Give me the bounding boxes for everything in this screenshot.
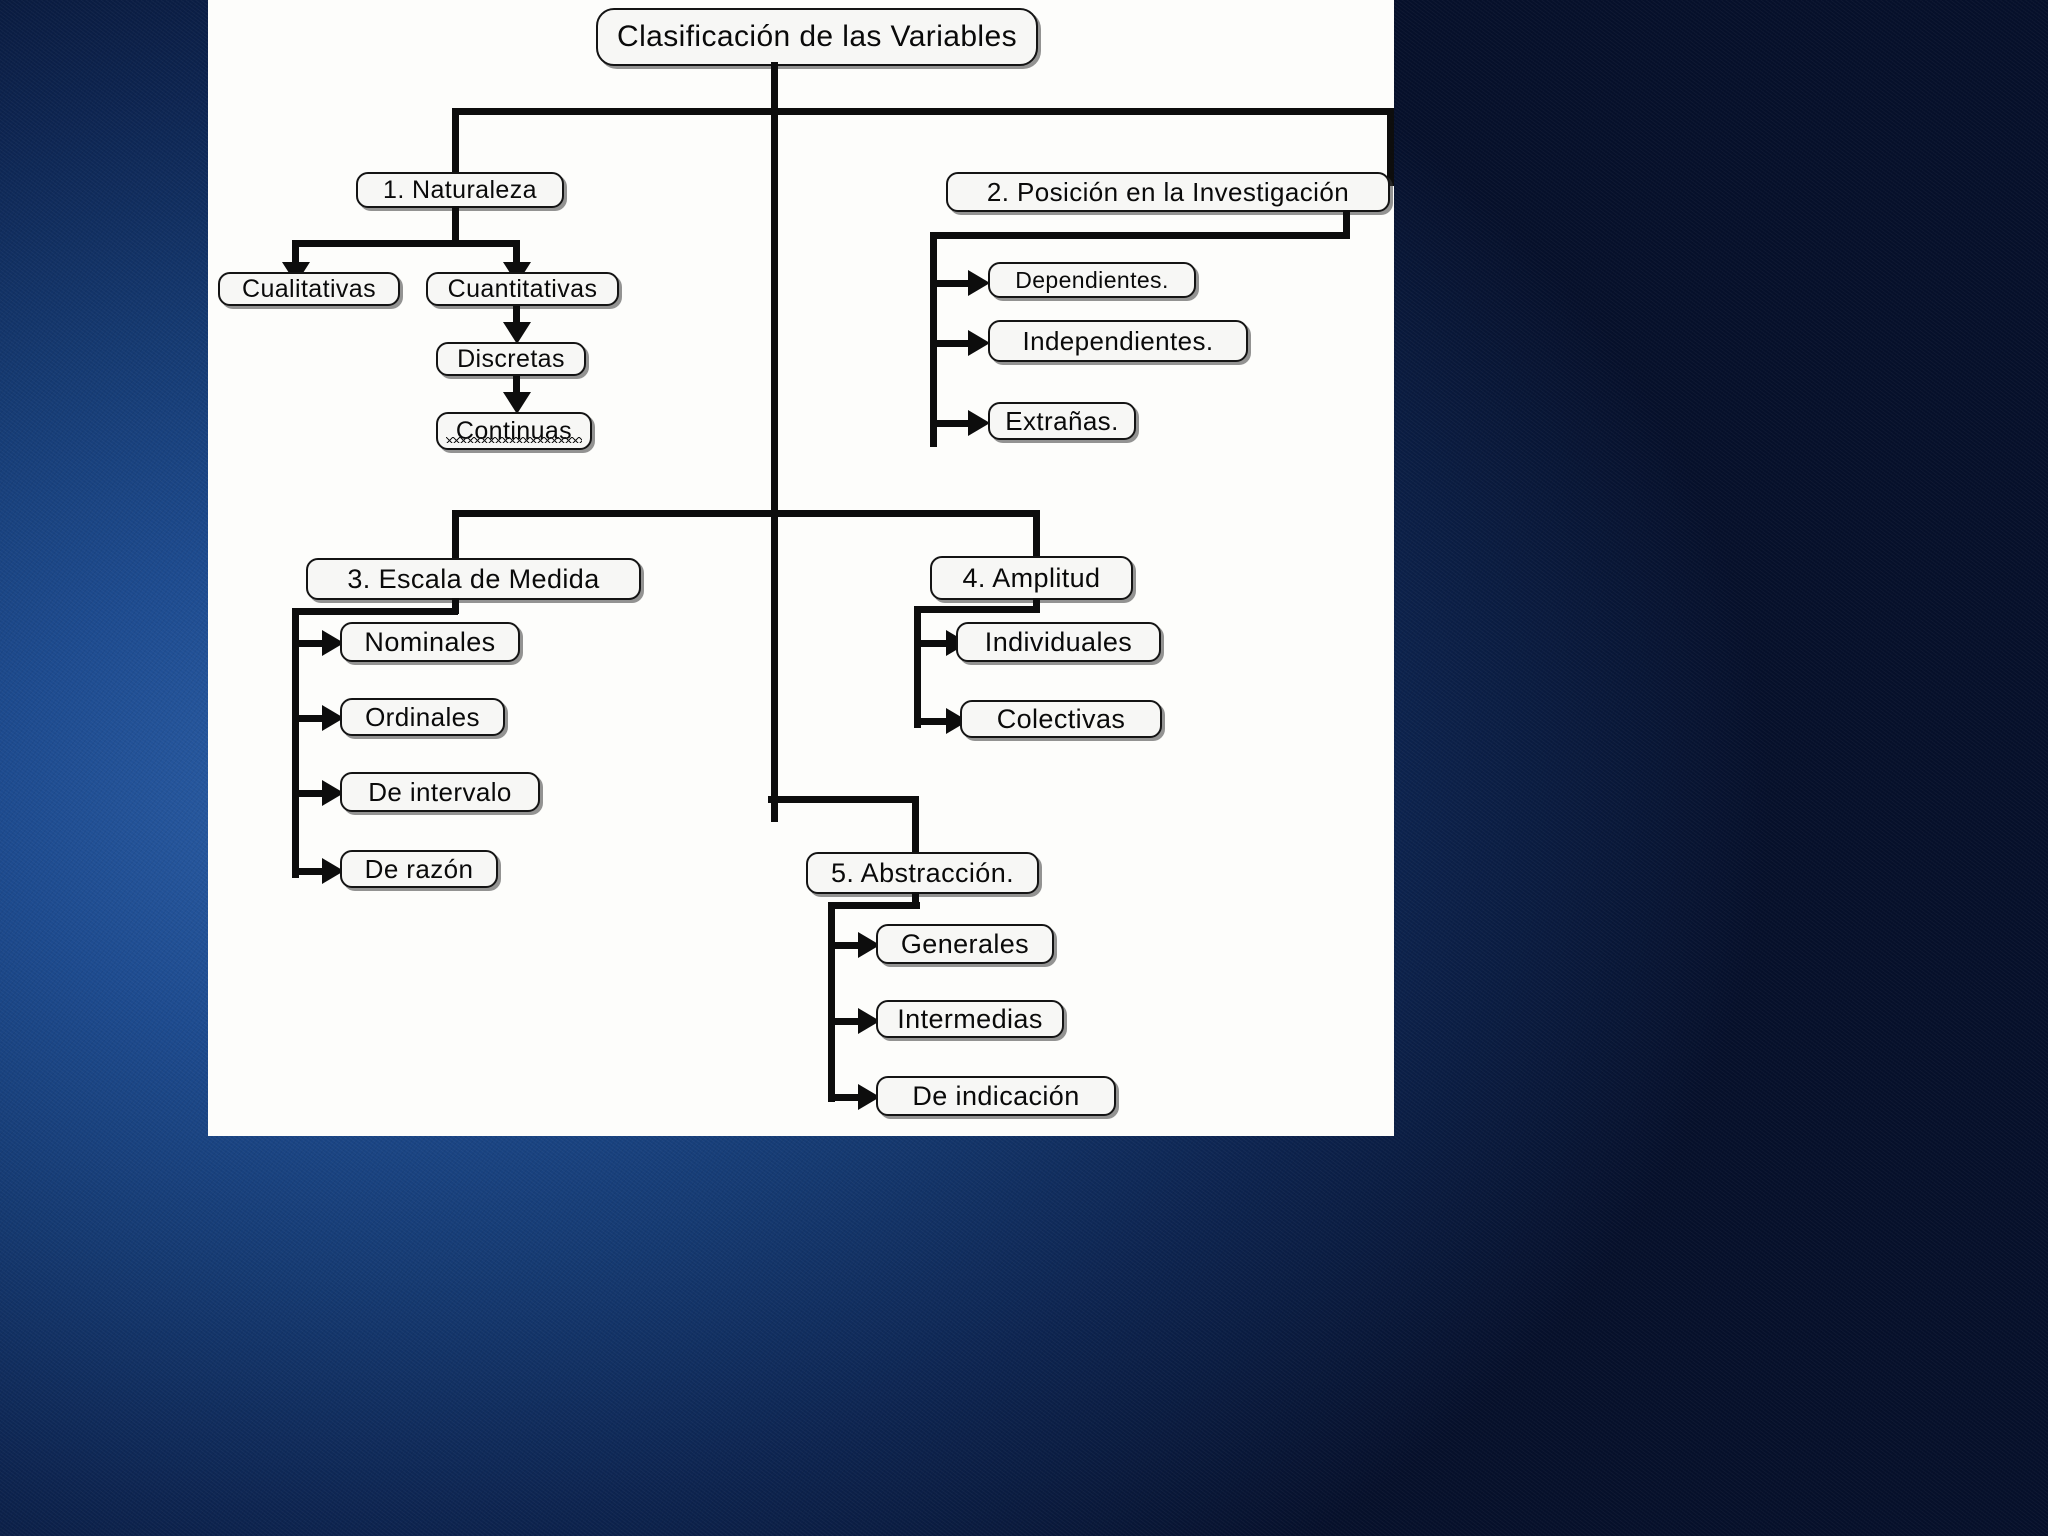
trunk-line: [771, 62, 778, 822]
node-cuantitativas[interactable]: Cuantitativas: [426, 272, 619, 306]
posicion-stem: [1343, 210, 1350, 238]
naturaleza-right-drop: [513, 240, 520, 268]
arrow-to-dependientes: [968, 270, 990, 296]
node-extranas[interactable]: Extrañas.: [988, 402, 1136, 440]
tick-colectivas: [914, 718, 952, 725]
connector-top-right-drop: [1387, 108, 1394, 186]
tick-ordinales: [292, 715, 328, 722]
node-title[interactable]: Clasificación de las Variables: [596, 8, 1038, 66]
arrow-to-de-intervalo: [322, 780, 344, 806]
arrow-to-ordinales: [322, 705, 344, 731]
naturaleza-split-bar: [292, 240, 520, 247]
connector-bottom-bar: [768, 796, 919, 803]
arrow-to-de-indicacion: [858, 1084, 880, 1110]
node-intermedias[interactable]: Intermedias: [876, 1000, 1064, 1038]
node-ordinales[interactable]: Ordinales: [340, 698, 505, 736]
tick-intermedias: [828, 1018, 864, 1025]
node-de-indicacion[interactable]: De indicación: [876, 1076, 1116, 1116]
arrow-to-discretas: [503, 322, 531, 344]
arrow-to-de-razon: [322, 858, 344, 884]
node-discretas[interactable]: Discretas: [436, 342, 586, 376]
connector-mid-bar: [452, 510, 1040, 517]
escala-rail: [292, 608, 299, 878]
discretas-to-continuas-line: [513, 376, 520, 400]
arrow-to-independientes: [968, 330, 990, 356]
tick-dependientes: [930, 280, 974, 287]
connector-mid-right-drop: [1033, 510, 1040, 560]
amplitud-rail: [914, 606, 921, 728]
node-escala[interactable]: 3. Escala de Medida: [306, 558, 641, 600]
node-abstraccion[interactable]: 5. Abstracción.: [806, 852, 1039, 894]
connector-top-bar: [452, 108, 1394, 115]
node-dependientes[interactable]: Dependientes.: [988, 262, 1196, 298]
node-posicion[interactable]: 2. Posición en la Investigación: [946, 172, 1390, 212]
naturaleza-stem: [452, 206, 459, 244]
node-individuales[interactable]: Individuales: [956, 622, 1161, 662]
connector-top-left-drop: [452, 108, 459, 182]
node-amplitud[interactable]: 4. Amplitud: [930, 556, 1133, 600]
arrow-to-intermedias: [858, 1008, 880, 1034]
cuantitativas-to-discretas-line: [513, 306, 520, 328]
escala-bar: [292, 608, 458, 615]
connector-bottom-drop: [912, 796, 919, 854]
arrow-to-extranas: [968, 410, 990, 436]
tick-individuales: [914, 640, 952, 647]
escala-stem: [452, 598, 459, 614]
amplitud-stem: [1033, 598, 1040, 612]
posicion-bar: [930, 232, 1350, 239]
node-cualitativas[interactable]: Cualitativas: [218, 272, 400, 306]
tick-independientes: [930, 340, 974, 347]
tick-de-razon: [292, 868, 328, 875]
tick-generales: [828, 942, 864, 949]
node-independientes[interactable]: Independientes.: [988, 320, 1248, 362]
arrow-to-generales: [858, 932, 880, 958]
abstraccion-bar: [828, 902, 920, 909]
node-colectivas[interactable]: Colectivas: [960, 700, 1162, 738]
abstraccion-stem: [912, 892, 919, 908]
connector-mid-left-drop: [452, 510, 459, 566]
amplitud-bar: [914, 606, 1040, 613]
arrow-to-nominales: [322, 630, 344, 656]
diagram-canvas: Clasificación de las Variables 1. Natura…: [208, 0, 1394, 1136]
node-de-razon[interactable]: De razón: [340, 850, 498, 888]
tick-de-intervalo: [292, 790, 328, 797]
node-generales[interactable]: Generales: [876, 924, 1054, 964]
tick-extranas: [930, 420, 974, 427]
arrow-to-continuas: [503, 392, 531, 414]
node-naturaleza[interactable]: 1. Naturaleza: [356, 172, 564, 208]
tick-nominales: [292, 640, 328, 647]
posicion-rail: [930, 232, 937, 447]
tick-de-indicacion: [828, 1094, 864, 1101]
naturaleza-left-drop: [292, 240, 299, 268]
node-de-intervalo[interactable]: De intervalo: [340, 772, 540, 812]
node-continuas[interactable]: Continuas: [436, 412, 592, 450]
node-nominales[interactable]: Nominales: [340, 622, 520, 662]
abstraccion-rail: [828, 902, 835, 1102]
